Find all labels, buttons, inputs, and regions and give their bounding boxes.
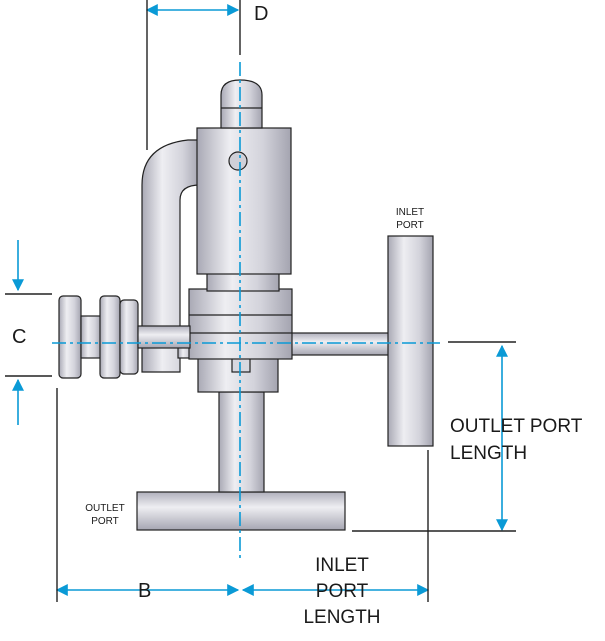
dimension-lines bbox=[12, 4, 508, 596]
bonnet bbox=[196, 127, 292, 275]
top-cap bbox=[220, 79, 263, 129]
label-outlet-port-length-2: LENGTH bbox=[450, 443, 527, 464]
valve-body bbox=[58, 79, 434, 531]
label-inlet-port-1: INLET bbox=[396, 207, 424, 218]
label-b: B bbox=[138, 580, 151, 602]
label-d: D bbox=[254, 3, 268, 25]
label-outlet-port-1: OUTLET bbox=[85, 503, 124, 514]
left-nut-2 bbox=[119, 299, 139, 375]
label-c: C bbox=[12, 326, 26, 348]
left-cap bbox=[58, 295, 82, 379]
lower-nut-inner bbox=[231, 357, 251, 373]
label-inlet-port-length-1: INLET bbox=[315, 555, 369, 576]
outlet-pipe bbox=[218, 391, 265, 493]
neck bbox=[206, 271, 280, 292]
left-nipple bbox=[80, 315, 102, 359]
label-outlet-port-2: PORT bbox=[91, 516, 119, 527]
label-inlet-port-length-3: LENGTH bbox=[303, 607, 380, 628]
left-nut-1 bbox=[99, 295, 121, 379]
left-connector bbox=[137, 325, 191, 349]
label-inlet-port-length-2: PORT bbox=[316, 581, 369, 602]
inlet-pipe bbox=[289, 332, 391, 356]
outlet-flange bbox=[136, 491, 346, 531]
labels: D C B INLET PORT OUTLET PORT OUTLET PORT… bbox=[12, 3, 583, 628]
inlet-flange bbox=[387, 235, 434, 447]
label-outlet-port-length-1: OUTLET PORT bbox=[450, 416, 583, 437]
extension-lines bbox=[5, 0, 516, 602]
label-inlet-port-2: PORT bbox=[396, 220, 424, 231]
bonnet-hole bbox=[228, 151, 248, 171]
